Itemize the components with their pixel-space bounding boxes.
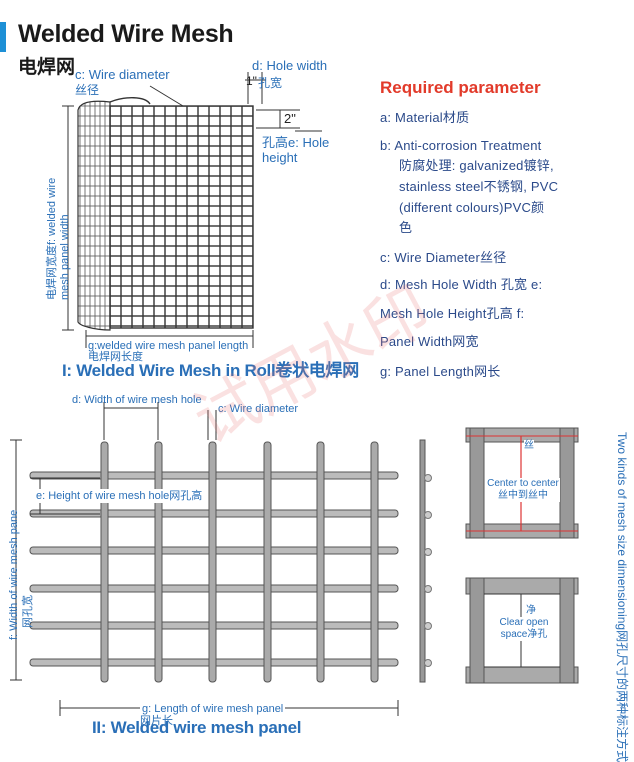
page-title: Welded Wire Mesh <box>18 20 234 48</box>
panel-hole-height-label: e: Height of wire mesh hole网孔高 <box>34 489 205 503</box>
req-item-hole-height: Mesh Hole Height孔高 f: <box>380 306 525 321</box>
roll-wire-diameter-label: c: Wire diameter <box>75 67 170 82</box>
page-subtitle: 电焊网 <box>18 57 76 78</box>
roll-hole-height-en: height <box>262 150 298 165</box>
roll-panel-width-label: 电焊网宽度f: welded wire mesh panel width <box>46 177 71 300</box>
panel-width-cn: 网孔宽 <box>22 595 34 628</box>
wire-diameter-leader <box>149 85 184 107</box>
panel-hole-width-label: d: Width of wire mesh hole <box>72 394 202 406</box>
title-accent-bar <box>0 22 6 52</box>
req-item-hole-width: d: Mesh Hole Width 孔宽 e: <box>380 277 543 292</box>
panel-width-label: f: Width of wire mesh pane <box>8 509 20 640</box>
req-item-anticorrosion-3: stainless steel不锈钢, PVC <box>399 179 559 194</box>
panel-length-label: g: Length of wire mesh panel <box>140 702 286 716</box>
roll-hole-width-value: 1" <box>246 74 257 88</box>
req-item-wire-diameter: c: Wire Diameter丝径 <box>380 250 507 265</box>
panel-wire-diameter-label: c: Wire diameter <box>218 403 299 415</box>
roll-section-title: I: Welded Wire Mesh in Roll卷状电焊网 <box>62 361 359 380</box>
center-to-center-box <box>465 427 579 539</box>
panel-length-cn: 网片长 <box>140 715 173 727</box>
box2-cn-label: space净孔 <box>490 629 558 641</box>
mesh-panel <box>29 439 432 683</box>
box2-top-label: 净 <box>526 605 536 617</box>
roll-hole-width-cn: 孔宽 <box>258 76 283 90</box>
req-item-material: a: Material材质 <box>380 110 470 125</box>
dimensioning-caption: Two kinds of mesh size dimensioning网孔尺寸的… <box>615 432 629 762</box>
box2-label: Clear open <box>490 617 558 629</box>
box1-label: Center to center <box>486 478 560 490</box>
req-item-panel-length: g: Panel Length网长 <box>380 364 501 379</box>
roll-wire-diameter-cn: 丝径 <box>75 83 100 97</box>
roll-panel-length-cn: 电焊网长度 <box>88 351 143 363</box>
clear-open-box <box>465 577 579 684</box>
mesh-roll <box>77 97 254 331</box>
req-item-anticorrosion: b: Anti-corrosion Treatment <box>380 138 542 153</box>
box1-top-label: 丝 <box>524 440 534 452</box>
req-item-panel-width: Panel Width网宽 <box>380 334 479 349</box>
box1-cn-label: 丝中到丝中 <box>486 490 560 502</box>
illustration-canvas <box>10 72 579 716</box>
roll-hole-height-value: 2" <box>284 111 296 126</box>
req-item-anticorrosion-5: 色 <box>399 220 413 235</box>
req-item-anticorrosion-2: 防腐处理: galvanized镀锌, <box>399 158 554 173</box>
req-item-anticorrosion-4: (different colours)PVC颜 <box>399 200 545 215</box>
roll-panel-length-label: g:welded wire mesh panel length <box>88 340 249 352</box>
roll-hole-height-cn: 孔高e: Hole <box>262 135 330 150</box>
panel-section-title: II: Welded wire mesh panel <box>92 718 302 737</box>
roll-hole-width-label: d: Hole width <box>252 58 328 73</box>
required-parameter-title: Required parameter <box>380 78 541 97</box>
